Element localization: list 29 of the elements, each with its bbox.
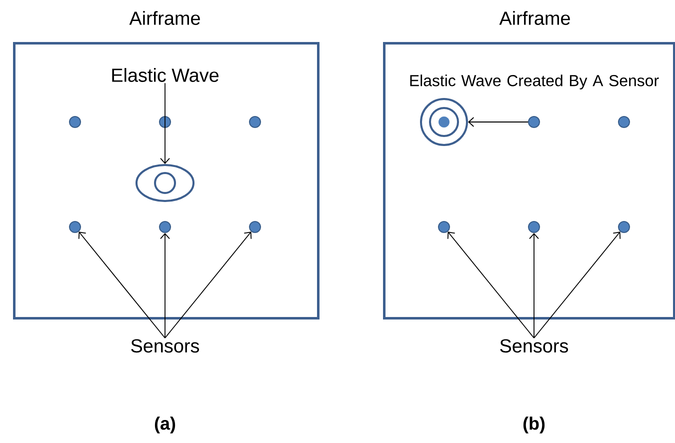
- frame-title: Airframe: [129, 11, 200, 25]
- sensor-dot: [528, 116, 540, 128]
- wave-ellipse: [136, 164, 194, 202]
- text-label: Elastic Wave Created By A Sensor: [410, 74, 659, 90]
- arrow: [164, 232, 252, 338]
- text-label: Sensors: [131, 339, 200, 353]
- arrow: [447, 232, 534, 338]
- text-label: (b): [523, 416, 545, 434]
- sensor-dot: [528, 221, 540, 233]
- sensor-dot: [249, 221, 261, 233]
- arrow: [529, 233, 539, 338]
- sensor-dot: [249, 116, 261, 128]
- arrow: [160, 82, 170, 164]
- text-label: Elastic Wave: [112, 68, 219, 82]
- sensor-dot: [618, 116, 630, 128]
- arrow: [160, 233, 170, 338]
- sensor-dot: [618, 221, 630, 233]
- text-label: Sensors: [500, 339, 568, 353]
- frame-title: Airframe: [499, 11, 570, 25]
- arrow: [78, 232, 166, 338]
- arrow: [468, 117, 528, 127]
- sensor-dot: [159, 116, 171, 128]
- text-label: (a): [154, 416, 176, 434]
- sensor-dot: [159, 221, 171, 233]
- sensor-dot: [438, 221, 450, 233]
- wave-rings: [420, 98, 468, 146]
- sensor-dot: [69, 221, 81, 233]
- sensor-dot: [69, 116, 81, 128]
- arrow: [534, 232, 621, 338]
